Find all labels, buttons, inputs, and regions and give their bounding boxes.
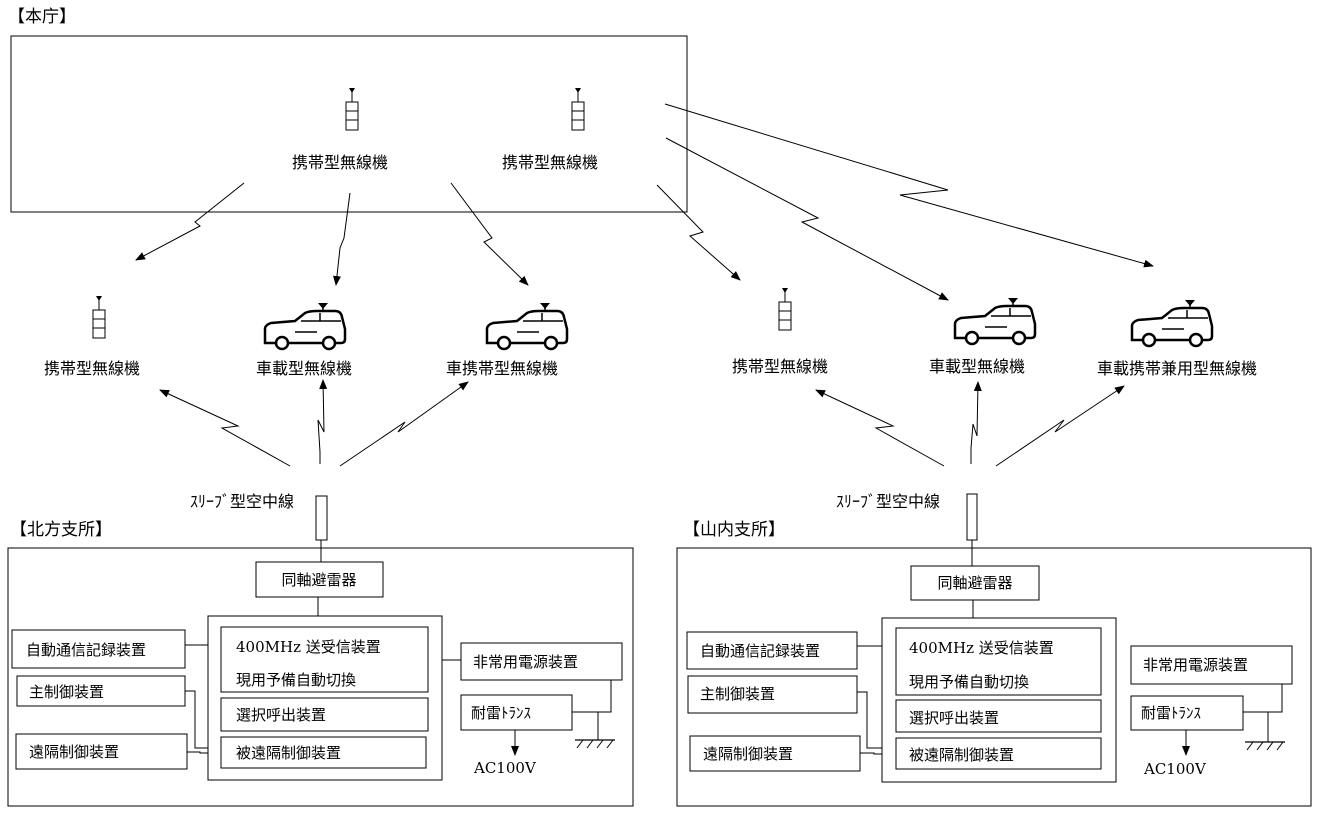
yamauchi-selective-call-label: 選択呼出装置	[909, 709, 999, 727]
yamauchi-dual-label: 車載携帯兼用型無線機	[1097, 359, 1257, 378]
yamauchi-ground-icon	[1244, 741, 1286, 751]
kitakata-selective-call-label: 選択呼出装置	[236, 706, 326, 724]
yamauchi-remote-controlled-label: 被遠隔制御装置	[909, 746, 1014, 764]
kitakata-ac-label: AC100V	[473, 759, 537, 777]
link-honcho-to-kitakata-vehicle	[332, 192, 351, 286]
kitakata-selective-call-box	[220, 697, 429, 732]
kitakata-portable-label: 携帯型無線機	[44, 359, 140, 378]
yamauchi-sleeve-antenna	[966, 493, 978, 541]
honcho-frame	[10, 35, 688, 213]
kitakata-remote-control-label: 遠隔制御装置	[29, 743, 119, 761]
section-title-kitakata: 【北方支所】	[10, 520, 112, 540]
kitakata-main-control-label: 主制御装置	[29, 683, 104, 701]
kitakata-auto-switch-label: 現用予備自動切換	[236, 671, 356, 689]
link-honcho-to-yamauchi-portable	[656, 184, 741, 281]
link-honcho-to-kitakata-vehicle-portable	[450, 182, 529, 286]
yamauchi-remote-control-box	[689, 735, 861, 772]
yamauchi-recorder-box	[686, 631, 858, 670]
kitakata-arrester-box	[255, 561, 384, 598]
yamauchi-antenna-label: ｽﾘｰﾌﾞ型空中線	[836, 492, 940, 511]
honcho-portable-left-label: 携帯型無線機	[292, 153, 388, 172]
yamauchi-transceiver-label: 400MHz 送受信装置	[909, 639, 1054, 657]
kitakata-vehicle-portable-car-icon	[485, 301, 569, 351]
yamauchi-ac-label: AC100V	[1143, 760, 1207, 778]
yamauchi-arrester-label: 同軸避雷器	[937, 574, 1012, 592]
section-title-yamauchi: 【山内支所】	[683, 520, 785, 540]
kitakata-transformer-label: 耐雷ﾄﾗﾝｽ	[471, 704, 531, 722]
link-kitakata-ant-to-vehicle-portable	[339, 381, 469, 467]
yamauchi-main-control-label: 主制御装置	[700, 685, 775, 703]
kitakata-vehicle-label: 車載型無線機	[256, 359, 352, 378]
link-yamauchi-ant-to-vehicle	[970, 381, 982, 464]
link-kitakata-ant-to-portable	[159, 389, 291, 467]
radio-links-yamauchi	[815, 381, 1125, 467]
radio-links-kitakata	[159, 379, 469, 467]
yamauchi-transceiver-box	[895, 627, 1102, 696]
yamauchi-vehicle-label: 車載型無線機	[929, 357, 1025, 376]
kitakata-portable-radio-icon	[92, 295, 106, 339]
yamauchi-main-control-box	[687, 675, 858, 714]
yamauchi-transformer-box	[1130, 695, 1244, 731]
yamauchi-recorder-label: 自動通信記録装置	[700, 642, 820, 660]
link-yamauchi-ant-to-dual	[995, 385, 1125, 467]
kitakata-remote-controlled-box	[220, 736, 427, 769]
honcho-portable-radio-right-icon	[571, 87, 585, 131]
kitakata-arrester-label: 同軸避雷器	[281, 571, 356, 589]
honcho-portable-right-label: 携帯型無線機	[502, 153, 598, 172]
yamauchi-power-to-transformer-wire	[1243, 684, 1283, 713]
link-honcho-to-yamauchi-dual	[664, 103, 1154, 268]
kitakata-recorder-box	[11, 629, 186, 669]
link-honcho-to-kitakata-portable	[135, 182, 245, 261]
yamauchi-transformer-label: 耐雷ﾄﾗﾝｽ	[1141, 704, 1201, 722]
honcho-portable-radio-left-icon	[345, 87, 359, 131]
yamauchi-portable-label: 携帯型無線機	[732, 357, 828, 376]
radio-links-honcho	[135, 103, 1154, 301]
link-kitakata-ant-to-vehicle	[317, 379, 328, 464]
kitakata-sleeve-antenna	[315, 495, 328, 541]
yamauchi-dual-car-icon	[1130, 298, 1214, 348]
yamauchi-arrester-box	[910, 565, 1040, 601]
yamauchi-auto-switch-label: 現用予備自動切換	[909, 673, 1029, 691]
kitakata-recorder-label: 自動通信記録装置	[26, 641, 146, 659]
yamauchi-frame	[676, 547, 1312, 807]
kitakata-antenna-label: ｽﾘｰﾌﾞ型空中線	[190, 492, 294, 511]
kitakata-vehicle-portable-label: 車携帯型無線機	[446, 359, 558, 378]
kitakata-remote-control-box	[15, 733, 188, 770]
yamauchi-vehicle-radio-car-icon	[953, 296, 1037, 346]
section-title-honcho: 【本庁】	[8, 7, 76, 27]
yamauchi-emergency-power-label: 非常用電源装置	[1143, 656, 1248, 674]
kitakata-remote-controlled-label: 被遠隔制御装置	[236, 744, 341, 762]
kitakata-transformer-box	[460, 694, 573, 731]
kitakata-emergency-power-label: 非常用電源装置	[473, 653, 578, 671]
yamauchi-remote-controlled-box	[895, 737, 1102, 770]
kitakata-transceiver-box	[220, 626, 429, 693]
kitakata-vehicle-radio-car-icon	[263, 301, 347, 351]
link-yamauchi-ant-to-portable	[815, 389, 945, 467]
kitakata-power-to-transformer-wire	[572, 680, 612, 713]
kitakata-transceiver-label: 400MHz 送受信装置	[236, 638, 381, 656]
kitakata-main-control-box	[16, 675, 186, 707]
yamauchi-selective-call-box	[895, 699, 1102, 733]
kitakata-ground-icon	[574, 739, 616, 749]
yamauchi-emergency-power-box	[1130, 645, 1293, 685]
kitakata-emergency-power-box	[460, 642, 623, 681]
yamauchi-remote-control-label: 遠隔制御装置	[703, 745, 793, 763]
yamauchi-portable-radio-icon	[778, 287, 792, 331]
link-honcho-to-yamauchi-vehicle	[665, 137, 949, 301]
